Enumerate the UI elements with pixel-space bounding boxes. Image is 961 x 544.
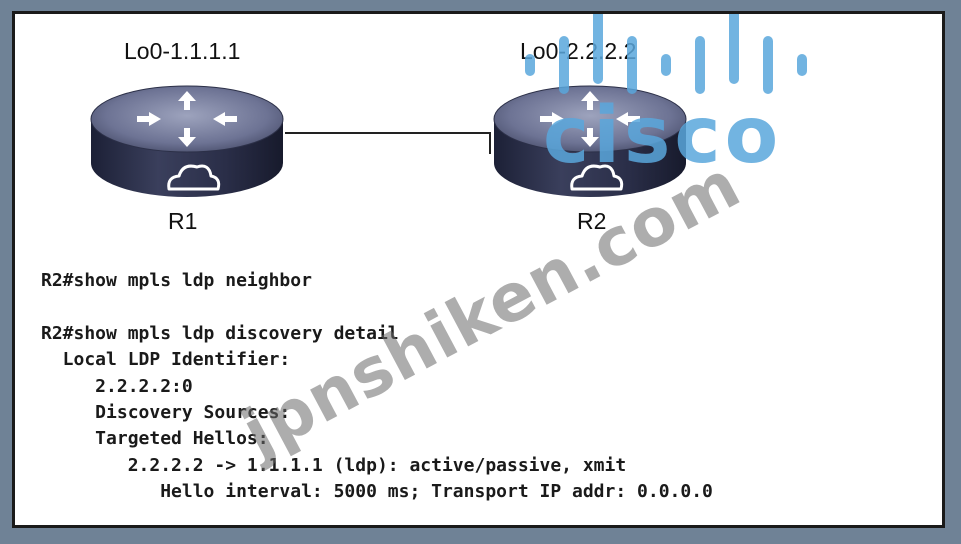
r1-loopback-label: Lo0-1.1.1.1 xyxy=(124,38,241,64)
r1-r2-link-drop xyxy=(489,132,491,154)
cli-line: Local LDP Identifier: xyxy=(41,349,291,371)
cli-line: 2.2.2.2 -> 1.1.1.1 (ldp): active/passive… xyxy=(41,454,627,476)
r1-r2-link xyxy=(285,132,491,134)
cli-output: R2#show mpls ldp neighbor R2#show mpls l… xyxy=(41,268,713,506)
r1-name-label: R1 xyxy=(168,208,198,234)
cli-line: R2#show mpls ldp neighbor xyxy=(41,270,312,291)
cli-line: 2.2.2.2:0 xyxy=(41,375,193,397)
cli-line: Discovery Sources: xyxy=(41,401,291,423)
r2-router-icon xyxy=(493,85,687,197)
diagram-frame: Lo0-1.1.1.1 R1 Lo0-2.2 xyxy=(12,11,945,528)
cli-line xyxy=(41,294,713,320)
cli-line: Hello interval: 5000 ms; Transport IP ad… xyxy=(41,481,713,503)
cli-line: Targeted Hellos: xyxy=(41,428,269,450)
cli-line: R2#show mpls ldp discovery detail xyxy=(41,322,399,344)
r1-router-icon xyxy=(90,85,284,197)
r2-loopback-label: Lo0-2.2.2.2 xyxy=(520,38,637,64)
r2-name-label: R2 xyxy=(577,208,607,234)
